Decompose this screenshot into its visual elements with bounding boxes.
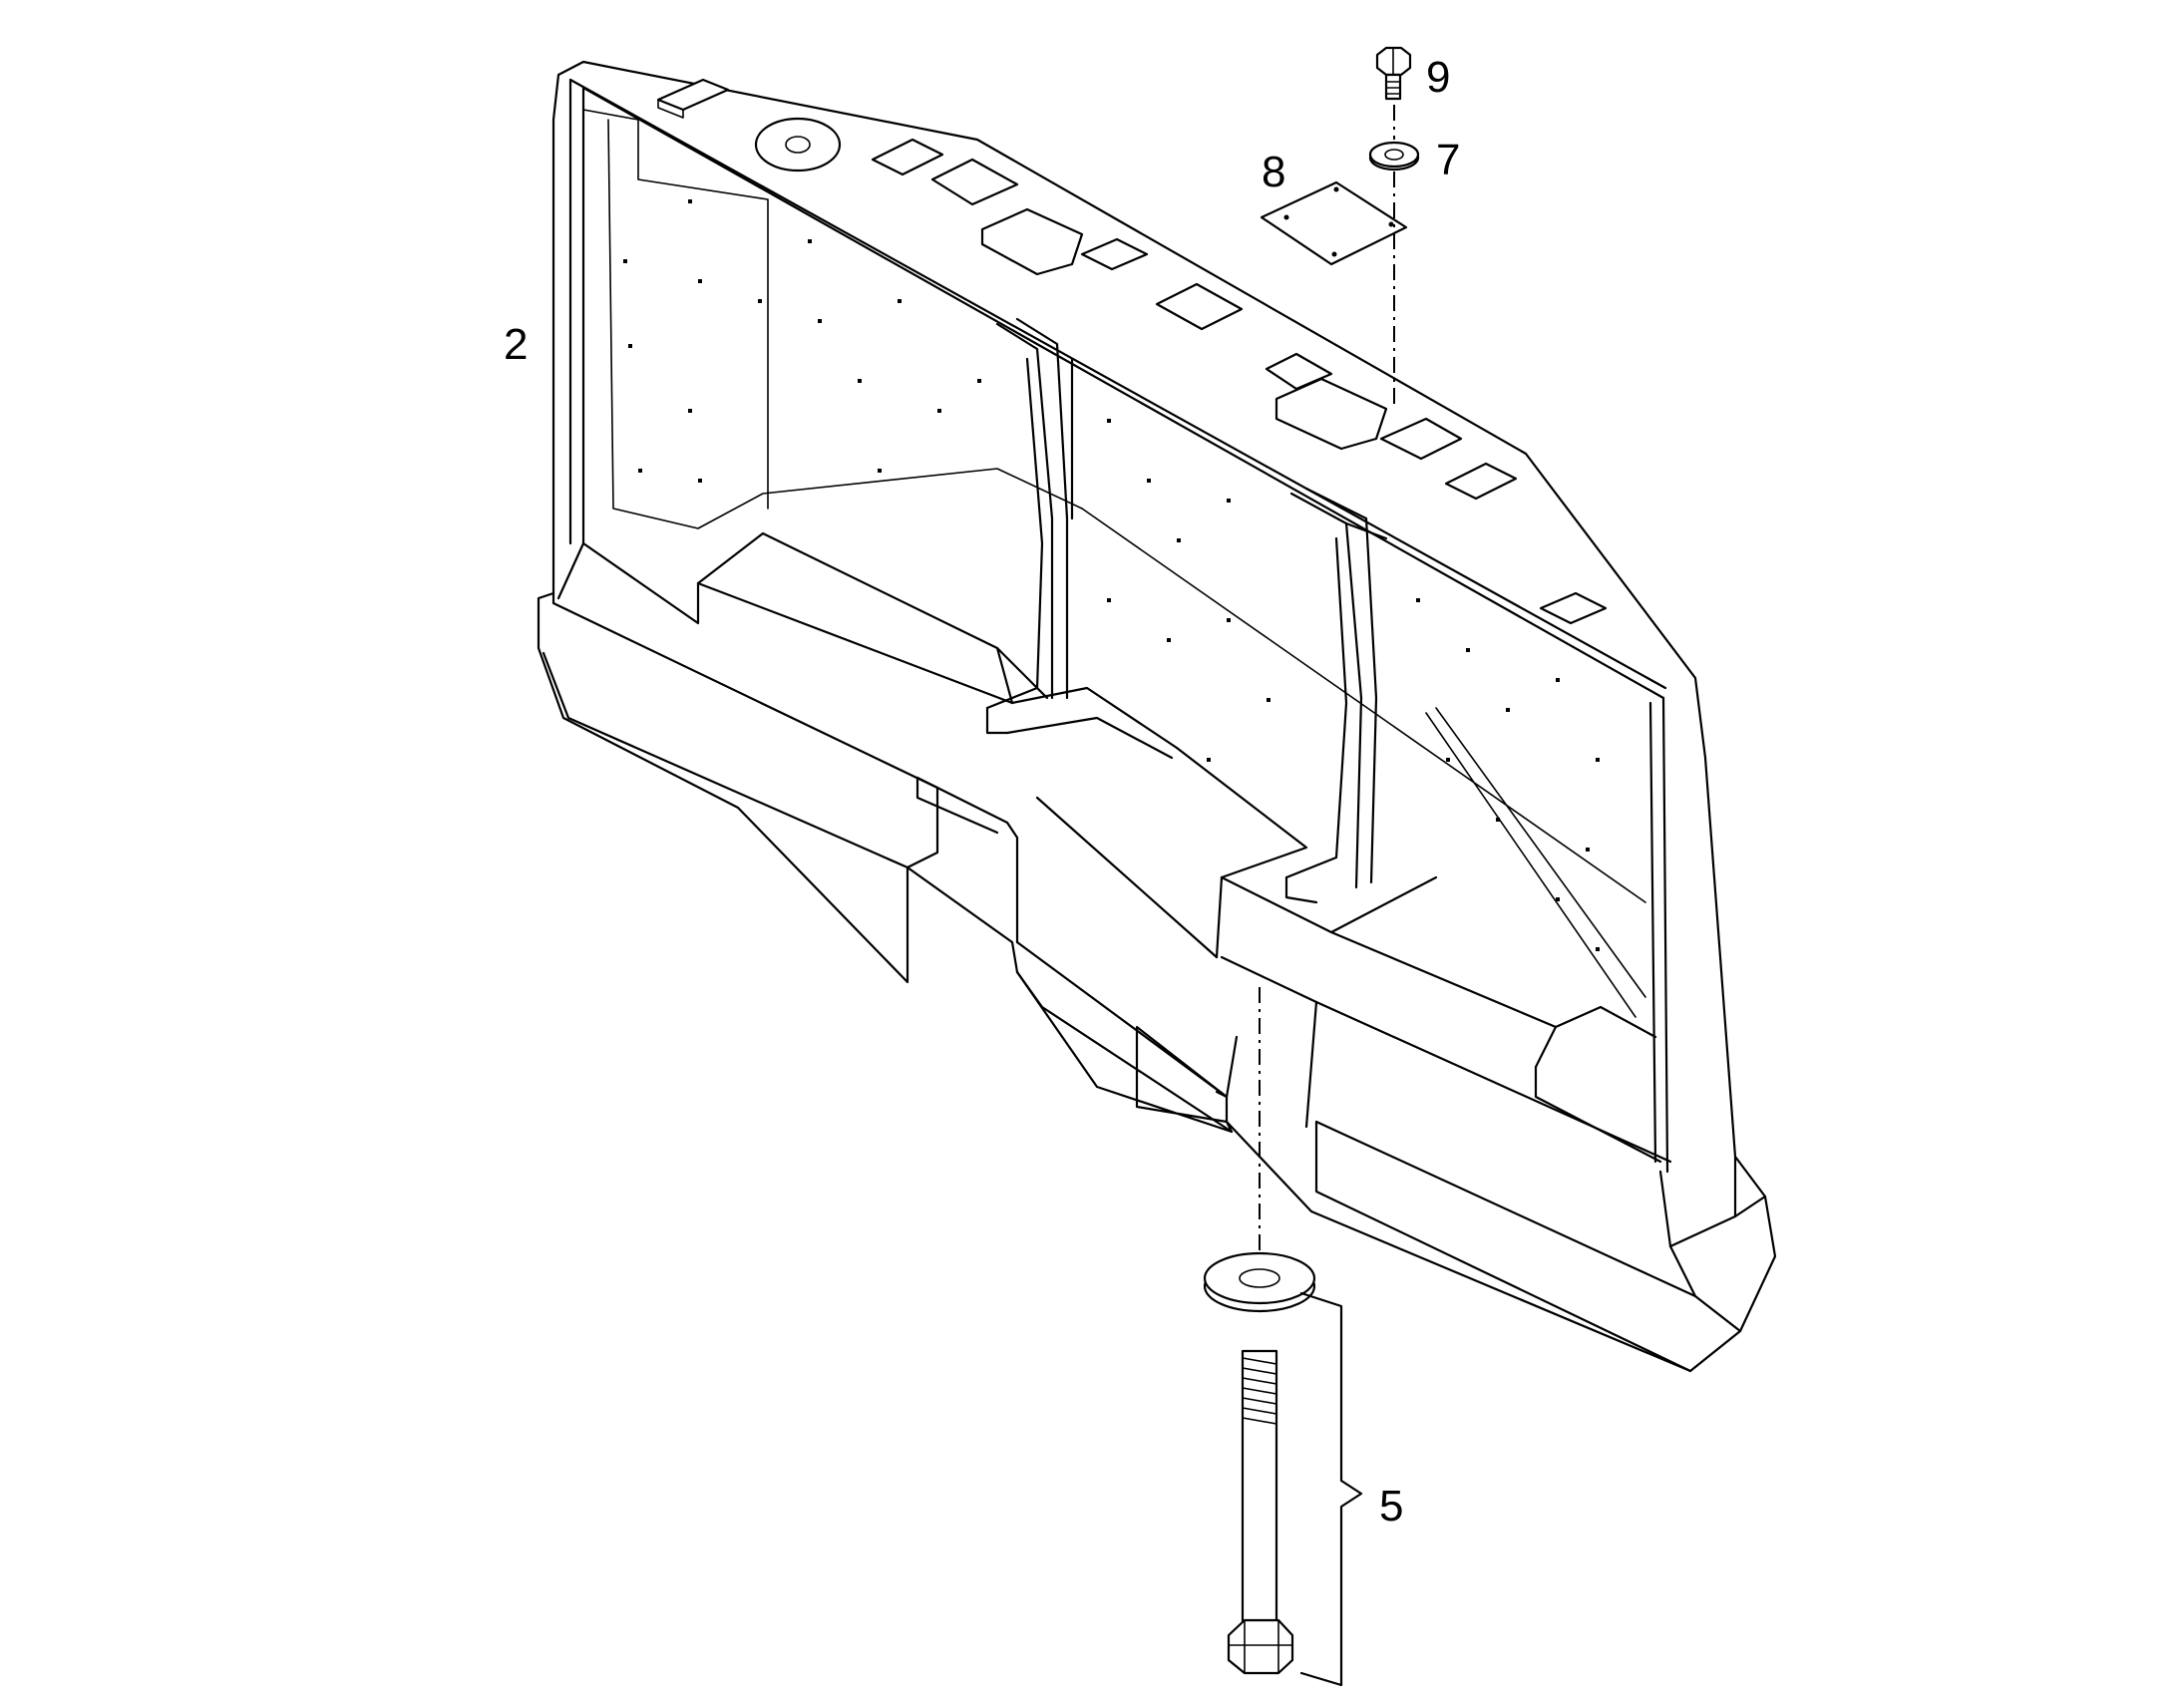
cover-plate (1260, 180, 1408, 266)
top-pads (656, 78, 1608, 625)
callout-5: 5 (1379, 1482, 1403, 1531)
small-washer (1368, 141, 1420, 171)
small-bolt (1375, 46, 1412, 101)
bolt-set (1203, 1251, 1363, 1687)
panel-texture (623, 199, 1600, 951)
counterweight-frame (537, 60, 1777, 1373)
callout-7: 7 (1436, 136, 1460, 184)
assembly-axis-lines (1259, 105, 1395, 1251)
callout-2: 2 (504, 320, 528, 369)
callout-9: 9 (1426, 53, 1450, 102)
callout-8: 8 (1262, 148, 1285, 196)
